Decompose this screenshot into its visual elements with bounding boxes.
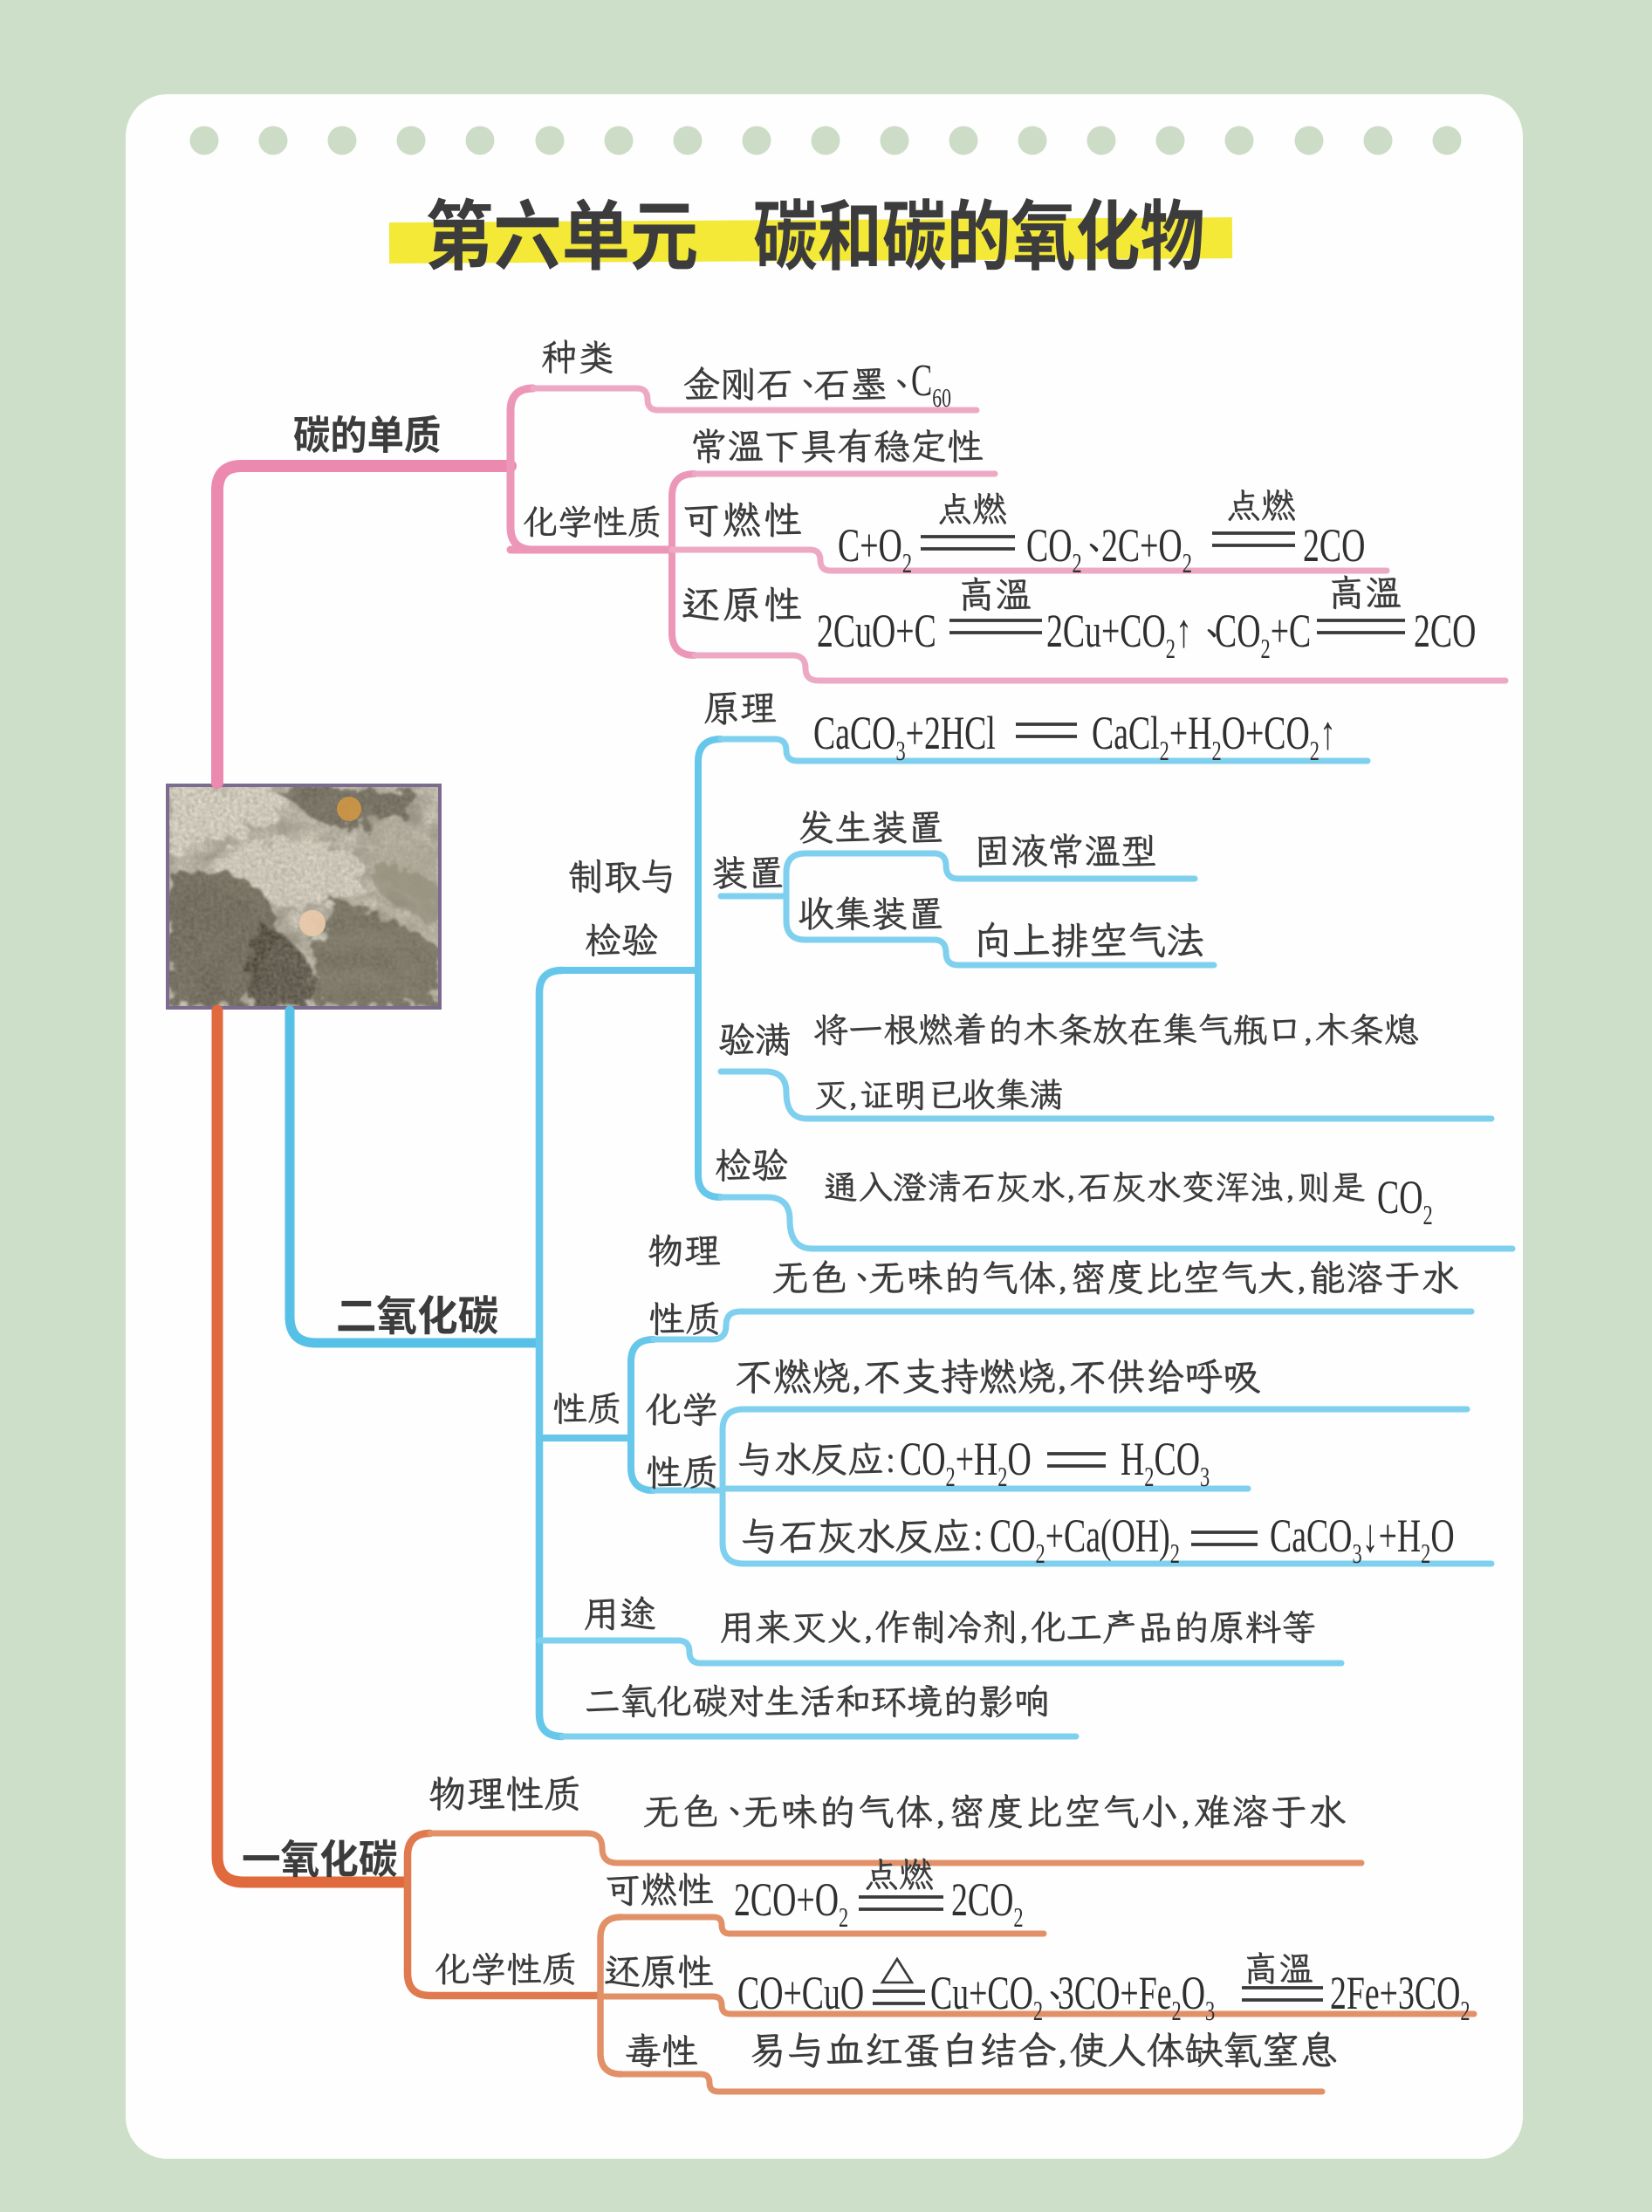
svg-text:2CO+O2: 2CO+O2 xyxy=(734,1873,848,1932)
svg-text:CO+CuO: CO+CuO xyxy=(737,1967,864,2019)
svg-text:CaCl2+H2O+CO2↑: CaCl2+H2O+CO2↑ xyxy=(1092,707,1336,765)
svg-text:H2CO3: H2CO3 xyxy=(1121,1433,1210,1491)
svg-text:CO2+H2O: CO2+H2O xyxy=(900,1433,1032,1491)
svg-text:2CO: 2CO xyxy=(1303,519,1365,572)
svg-text:CaCO3↓+H2O: CaCO3↓+H2O xyxy=(1270,1510,1455,1568)
svg-text:CO2+C: CO2+C xyxy=(1215,605,1311,663)
svg-text:2CO2: 2CO2 xyxy=(951,1873,1024,1932)
svg-text:C60: C60 xyxy=(911,355,951,413)
svg-text:2CO: 2CO xyxy=(1414,605,1476,657)
svg-text:Cu+CO2: Cu+CO2 xyxy=(930,1967,1043,2025)
svg-text:2Cu+CO2↑: 2Cu+CO2↑ xyxy=(1046,605,1192,663)
svg-text:CO2: CO2 xyxy=(1377,1171,1433,1229)
svg-text:CO2+Ca(OH)2: CO2+Ca(OH)2 xyxy=(990,1510,1180,1568)
svg-text:CO2: CO2 xyxy=(1026,519,1082,578)
svg-text:C+O2: C+O2 xyxy=(838,519,912,578)
svg-text:2C+O2: 2C+O2 xyxy=(1101,519,1192,578)
svg-text:2CuO+C: 2CuO+C xyxy=(817,605,936,657)
svg-text:3CO+Fe2O3: 3CO+Fe2O3 xyxy=(1058,1967,1215,2025)
svg-text:CaCO3+2HCl: CaCO3+2HCl xyxy=(813,707,996,765)
svg-text:2Fe+3CO2: 2Fe+3CO2 xyxy=(1330,1967,1470,2025)
